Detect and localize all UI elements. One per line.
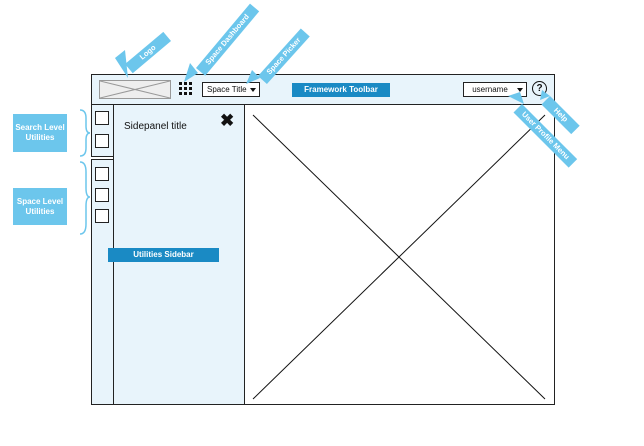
user-menu-pointer	[508, 92, 524, 104]
logo-pointer	[115, 50, 128, 78]
chevron-down-icon	[250, 88, 256, 92]
grid-icon[interactable]	[179, 82, 193, 96]
dashboard-pointer	[184, 63, 198, 82]
space-picker-value: Space Title	[207, 85, 247, 94]
utilities-sidebar-label: Utilities Sidebar	[108, 248, 219, 262]
help-icon[interactable]: ?	[532, 81, 547, 96]
close-icon[interactable]: ✖	[220, 111, 235, 130]
search-utility-checkbox[interactable]	[95, 134, 109, 148]
brace-icon	[79, 161, 91, 235]
rail-divider	[91, 156, 114, 160]
brace-icon	[79, 109, 91, 157]
space-picker-dropdown[interactable]: Space Title	[202, 82, 260, 97]
picker-pointer	[246, 70, 260, 84]
user-profile-dropdown[interactable]: username	[463, 82, 527, 97]
framework-toolbar-label: Framework Toolbar	[292, 83, 390, 97]
logo-placeholder[interactable]	[99, 80, 171, 99]
space-utility-checkbox[interactable]	[95, 167, 109, 181]
chevron-down-icon	[517, 88, 523, 92]
space-level-utilities-callout: Space Level Utilities	[13, 188, 67, 225]
sidepanel-title: Sidepanel title	[124, 121, 187, 132]
space-utility-checkbox[interactable]	[95, 188, 109, 202]
search-level-utilities-callout: Search Level Utilities	[13, 114, 67, 152]
image-placeholder-icon	[252, 114, 546, 400]
content-area	[244, 104, 555, 405]
space-utility-checkbox[interactable]	[95, 209, 109, 223]
image-placeholder-icon	[100, 81, 170, 98]
help-pointer	[540, 90, 550, 100]
username-value: username	[472, 85, 508, 94]
search-utility-checkbox[interactable]	[95, 111, 109, 125]
